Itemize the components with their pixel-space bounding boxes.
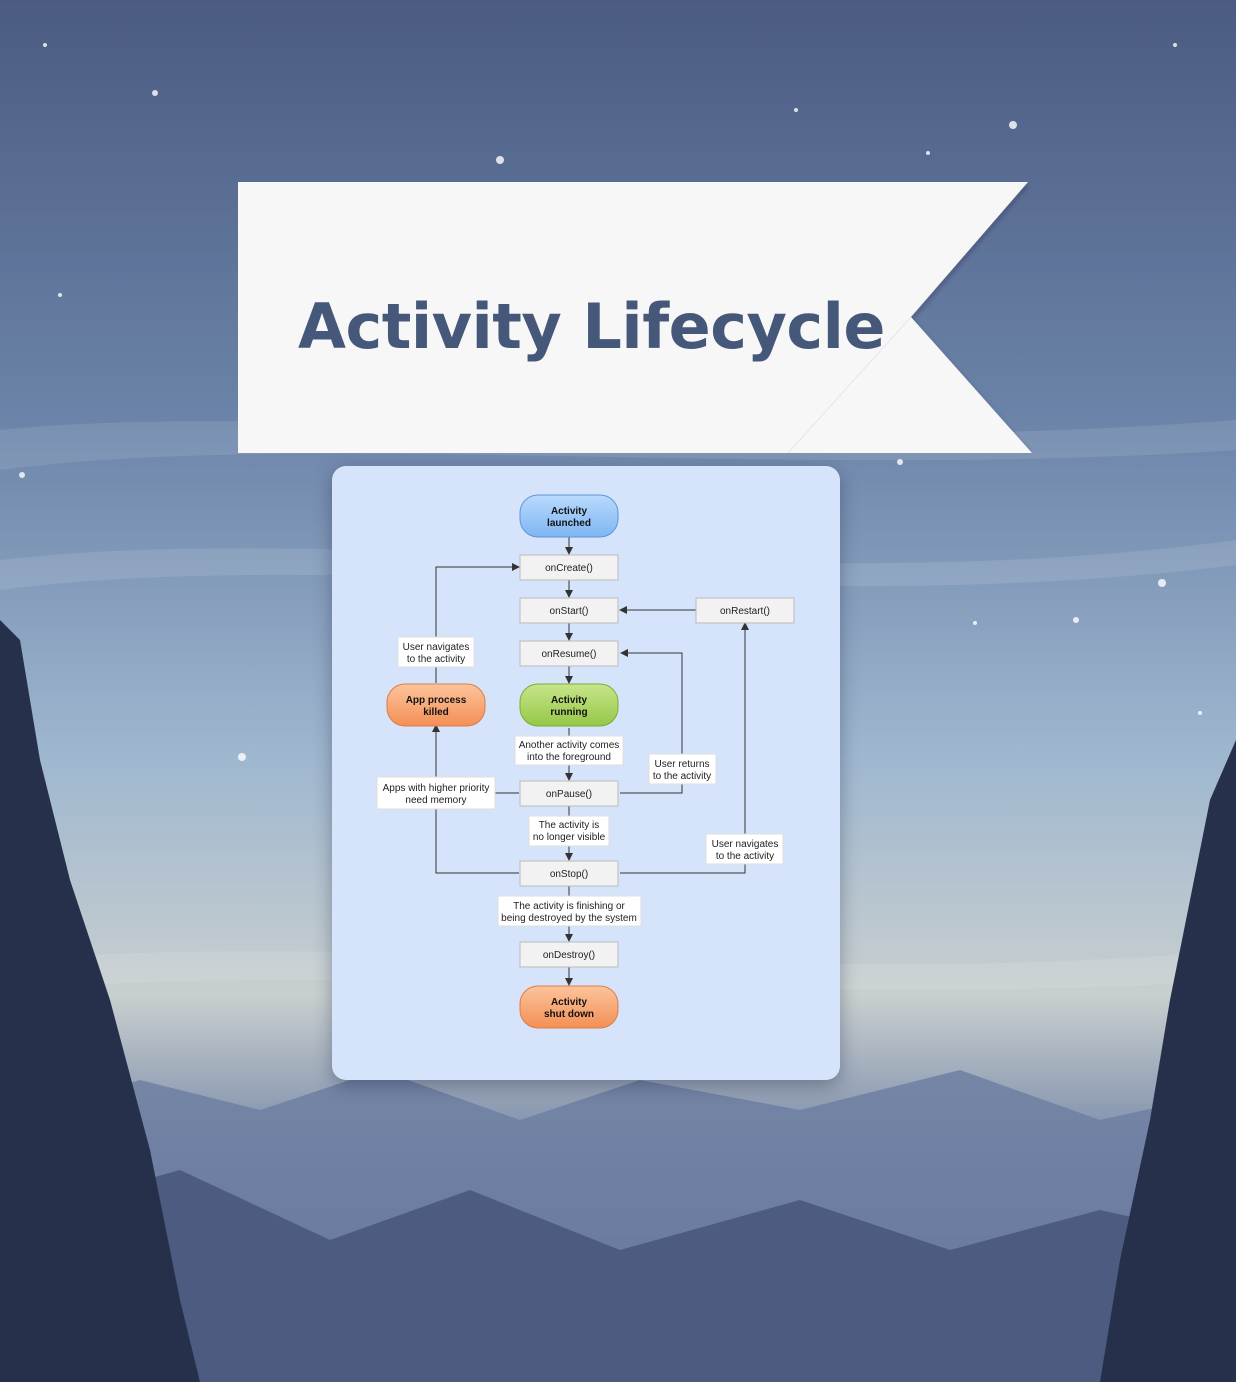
node-label: Activity — [551, 506, 588, 517]
label-line: to the activity — [407, 654, 465, 665]
method-on-create: onCreate() — [519, 554, 619, 581]
method-on-restart: onRestart() — [695, 597, 795, 624]
label-line: User navigates — [712, 839, 779, 850]
method-label: onResume() — [541, 649, 596, 660]
edge-pause-resume — [620, 649, 683, 794]
node-label: Activity — [551, 997, 588, 1008]
node-label: launched — [547, 518, 591, 529]
node-label: shut down — [544, 1009, 594, 1020]
label-line: to the activity — [653, 771, 711, 782]
node-activity-shut-down: Activity shut down — [519, 985, 619, 1029]
node-activity-launched: Activity launched — [519, 494, 619, 538]
label-line: The activity is finishing or — [513, 901, 625, 912]
method-label: onCreate() — [545, 563, 593, 574]
label-line: to the activity — [716, 851, 774, 862]
label-user-navigates-left: User navigates to the activity — [397, 636, 475, 668]
label-line: being destroyed by the system — [501, 913, 637, 924]
method-on-destroy: onDestroy() — [519, 941, 619, 968]
label-user-navigates-right: User navigates to the activity — [705, 833, 784, 865]
edge-stop-restart — [620, 622, 749, 874]
method-label: onStart() — [550, 606, 589, 617]
label-line: need memory — [405, 795, 466, 806]
page-title: Activity Lifecycle — [298, 290, 885, 363]
title-banner — [238, 182, 1032, 453]
method-label: onRestart() — [720, 606, 770, 617]
method-label: onDestroy() — [543, 950, 595, 961]
method-on-stop: onStop() — [519, 860, 619, 887]
label-line: no longer visible — [533, 832, 606, 843]
method-label: onStop() — [550, 869, 588, 880]
node-activity-running: Activity running — [519, 683, 619, 727]
method-on-pause: onPause() — [519, 780, 619, 807]
edge-stop-killed — [432, 724, 519, 874]
label-finishing: The activity is finishing or being destr… — [497, 895, 642, 927]
activity-lifecycle-diagram: User navigates to the activity Another a… — [376, 494, 795, 1029]
label-line: The activity is — [539, 820, 600, 831]
label-higher-priority: Apps with higher priority need memory — [376, 776, 496, 810]
node-label: running — [550, 707, 587, 718]
node-label: App process — [406, 695, 467, 706]
label-user-returns: User returns to the activity — [648, 753, 717, 785]
label-line: User navigates — [403, 642, 470, 653]
label-line: Apps with higher priority — [383, 783, 490, 794]
label-line: into the foreground — [527, 752, 611, 763]
method-label: onPause() — [546, 789, 592, 800]
label-line: User returns — [654, 759, 709, 770]
label-no-longer-visible: The activity is no longer visible — [528, 815, 610, 847]
node-app-process-killed: App process killed — [386, 683, 486, 727]
method-on-start: onStart() — [519, 597, 619, 624]
label-another-activity: Another activity comes into the foregrou… — [514, 735, 624, 766]
node-label: Activity — [551, 695, 588, 706]
label-line: Another activity comes — [519, 740, 620, 751]
node-label: killed — [423, 707, 449, 718]
method-on-resume: onResume() — [519, 640, 619, 667]
